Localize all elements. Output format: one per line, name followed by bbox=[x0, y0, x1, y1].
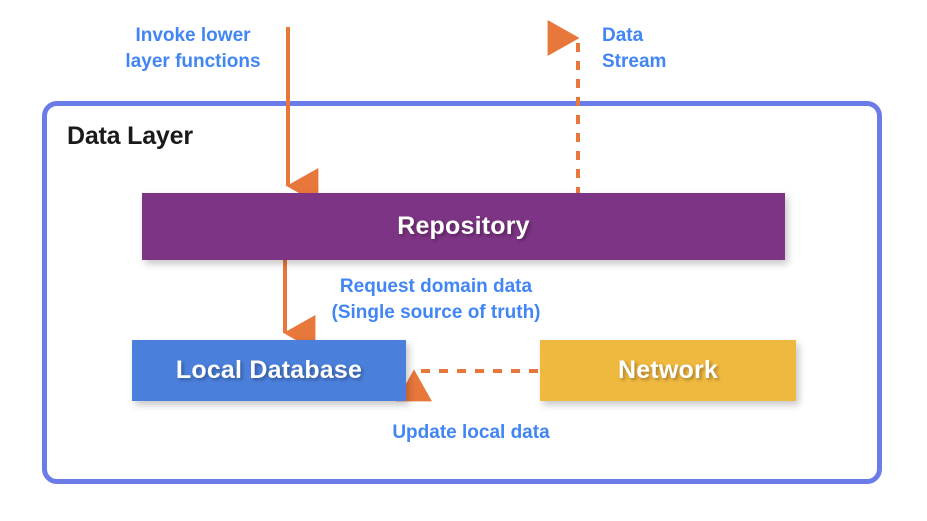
data-layer-frame bbox=[42, 101, 882, 484]
node-network-label: Network bbox=[617, 356, 719, 384]
annotation-update-local-data: Update local data bbox=[392, 422, 550, 443]
node-local-database[interactable]: Local Database bbox=[132, 340, 406, 401]
annotation-data-stream: Data Stream bbox=[602, 25, 667, 72]
node-network[interactable]: Network bbox=[540, 340, 796, 401]
node-repository[interactable]: Repository bbox=[142, 193, 785, 260]
node-local-database-label: Local Database bbox=[175, 356, 363, 384]
annotation-invoke-lower-layer-functions: Invoke lower layer functions bbox=[125, 25, 261, 72]
annotation-request-domain-data: Request domain data (Single source of tr… bbox=[331, 276, 541, 323]
node-repository-label: Repository bbox=[397, 212, 530, 240]
data-layer-title: Data Layer bbox=[67, 122, 193, 150]
